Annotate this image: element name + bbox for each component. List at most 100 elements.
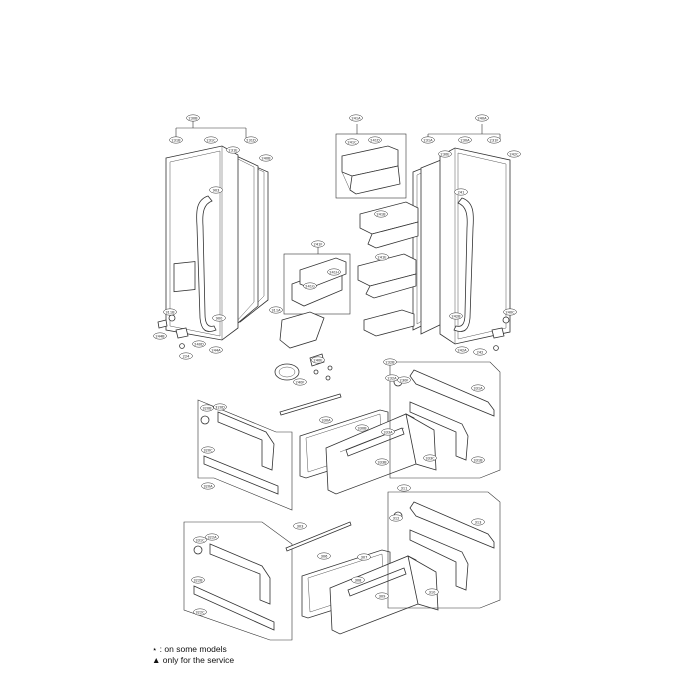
callout-oval <box>311 240 325 248</box>
part-callout: 330B <box>355 424 369 432</box>
callout-oval <box>487 136 501 144</box>
part-callout: 331A <box>471 384 485 392</box>
part-callout: 903 <box>209 186 223 194</box>
callout-label: 333A <box>383 430 393 434</box>
callout-oval <box>423 454 437 462</box>
callout-label: 322B <box>193 578 203 582</box>
callout-label: 312 <box>393 516 400 520</box>
part-callout: 231B <box>169 136 183 144</box>
door-bins <box>279 124 419 349</box>
part-callout: 900 <box>212 314 226 322</box>
callout-oval <box>186 114 200 122</box>
callout-label: 320C <box>203 448 213 452</box>
callout-label: 311B <box>165 310 175 314</box>
callout-oval <box>200 404 214 412</box>
callout-oval <box>375 253 389 261</box>
part-callout: 232A <box>385 374 399 382</box>
callout-label: 241E <box>377 255 387 259</box>
legend-on-some-models: ⋆ : on some models <box>152 644 227 654</box>
callout-oval <box>293 378 307 386</box>
part-callout: 241D <box>368 136 382 144</box>
callout-oval <box>375 592 389 600</box>
part-callout: 231A <box>421 136 435 144</box>
part-callout: 240B <box>259 154 273 162</box>
callout-label: 240E <box>313 358 323 362</box>
callout-label: 331B <box>473 458 483 462</box>
part-callout: 241F <box>311 240 325 248</box>
callout-oval <box>319 416 333 424</box>
callout-oval <box>503 308 517 316</box>
part-callout: 242C <box>507 150 521 158</box>
part-callout: 310 <box>425 588 439 596</box>
callout-label: 230B <box>188 116 198 120</box>
callout-oval <box>153 332 167 340</box>
callout-oval <box>449 312 463 320</box>
callout-oval <box>425 588 439 596</box>
callout-oval <box>471 384 485 392</box>
part-callout: 333B <box>375 458 389 466</box>
part-callout: 311B <box>163 308 177 316</box>
part-callout: 240E <box>311 356 325 364</box>
callout-label: 241D <box>370 138 380 142</box>
callout-label: 240B <box>261 156 271 160</box>
right-door-assembly <box>412 124 511 351</box>
callout-label: 242A <box>457 348 467 352</box>
part-callout: 320B <box>200 404 214 412</box>
callout-label: 240D <box>194 342 204 346</box>
callout-oval <box>357 553 371 561</box>
part-callout: 313 <box>471 518 485 526</box>
callout-oval <box>213 403 227 411</box>
callout-label: 240A <box>477 116 487 120</box>
part-callout: 241A <box>349 114 363 122</box>
callout-label: 241B <box>376 212 386 216</box>
callout-oval <box>205 533 219 541</box>
callout-oval <box>293 522 307 530</box>
callout-oval <box>397 376 411 384</box>
part-callout: 241C <box>345 138 359 146</box>
callout-label: 309 <box>379 594 387 598</box>
callout-oval <box>381 428 395 436</box>
callout-oval <box>192 340 206 348</box>
callout-oval <box>209 346 223 354</box>
callout-oval <box>473 348 487 356</box>
callout-oval <box>368 136 382 144</box>
callout-label: 330A <box>321 418 331 422</box>
part-callout: 224 <box>179 352 193 360</box>
callout-label: 224 <box>183 354 191 358</box>
callout-oval <box>204 136 218 144</box>
callout-label: 231F <box>490 138 499 142</box>
callout-oval <box>193 608 207 616</box>
part-callout: 242B <box>449 312 463 320</box>
part-callout: 230E <box>438 150 452 158</box>
callout-label: 244B <box>155 334 165 338</box>
callout-label: 903 <box>213 188 220 192</box>
callout-oval <box>163 308 177 316</box>
callout-oval <box>191 576 205 584</box>
part-callout: 320A <box>201 482 215 490</box>
part-callout: 244B <box>153 332 167 340</box>
callout-label: 232A <box>387 376 397 380</box>
callout-oval <box>311 356 325 364</box>
part-callout: 320C <box>201 446 215 454</box>
part-callout: 322A <box>205 533 219 541</box>
callout-label: 232B <box>385 360 395 364</box>
lower-drawer-assembly <box>183 491 501 641</box>
callout-oval <box>389 514 403 522</box>
part-callout: 309 <box>375 592 389 600</box>
part-callout: 240C <box>503 308 517 316</box>
callout-label: 242B <box>451 314 461 318</box>
part-callout: 231E <box>226 146 240 154</box>
callout-label: 330B <box>357 426 367 430</box>
callout-oval <box>179 352 193 360</box>
callout-label: 307 <box>361 555 368 559</box>
part-callout: 241 <box>454 188 468 196</box>
callout-oval <box>327 268 341 276</box>
callout-label: 240C <box>505 310 515 314</box>
callout-oval <box>438 150 452 158</box>
part-callout: 241B <box>374 210 388 218</box>
callout-label: 231A <box>423 138 433 142</box>
callout-label: 313 <box>475 520 482 524</box>
part-callout: 320D <box>213 403 227 411</box>
